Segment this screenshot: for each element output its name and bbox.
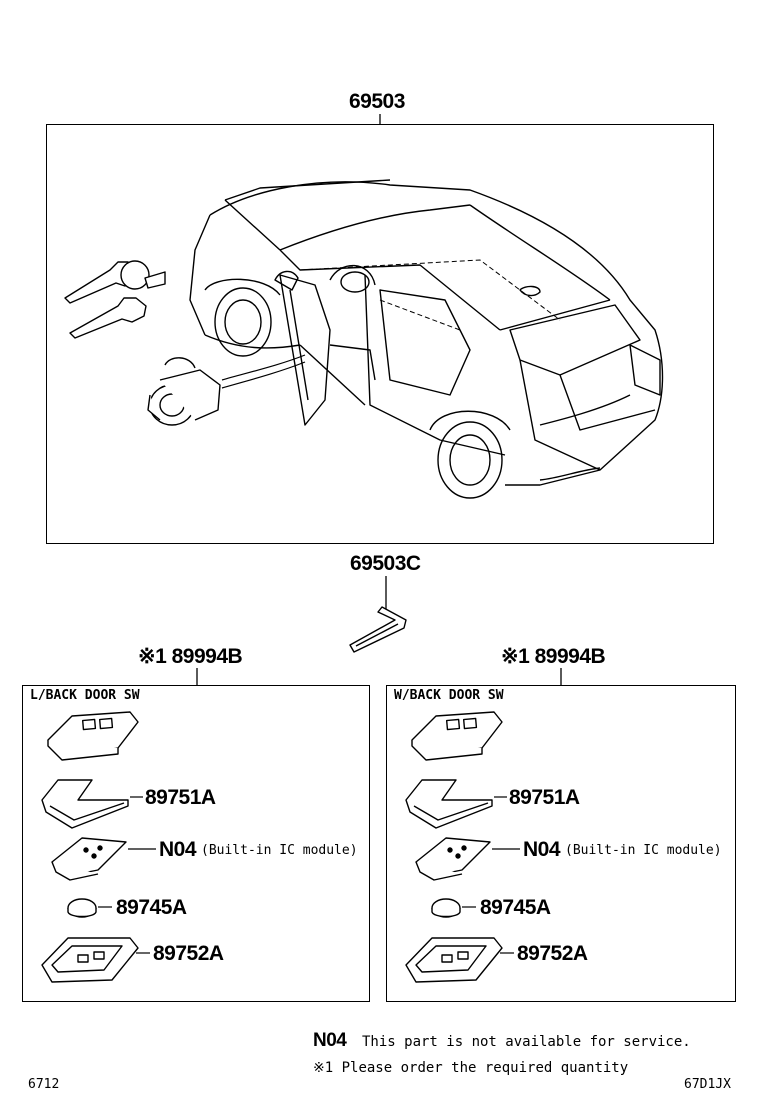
left-kit-module-part-number[interactable]: N04 (159, 838, 197, 861)
quantity-note: ※1 Please order the required quantity (313, 1060, 629, 1076)
main-assembly-part-number[interactable]: 69503 (349, 90, 405, 113)
right-kit-housing-part-number[interactable]: 89752A (517, 942, 588, 965)
main-assembly-frame (46, 124, 714, 544)
left-kit-part-number[interactable]: ※1 89994B (138, 645, 243, 668)
right-kit-frame (386, 685, 736, 1002)
n04-note-text: This part is not available for service. (362, 1034, 691, 1050)
right-kit-case-part-number[interactable]: 89751A (509, 786, 580, 809)
left-kit-battery-part-number[interactable]: 89745A (116, 896, 187, 919)
right-kit-variant-label: W/BACK DOOR SW (394, 688, 504, 703)
left-kit-variant-label: L/BACK DOOR SW (30, 688, 140, 703)
footer-right-code: 67D1JX (684, 1077, 731, 1092)
right-kit-module-part-number[interactable]: N04 (523, 838, 561, 861)
left-kit-case-part-number[interactable]: 89751A (145, 786, 216, 809)
left-kit-module-description: (Built-in IC module) (201, 843, 358, 858)
footer-left-code: 6712 (28, 1077, 60, 1092)
right-kit-module-description: (Built-in IC module) (565, 843, 722, 858)
n04-note-code: N04 (313, 1030, 347, 1051)
right-kit-battery-part-number[interactable]: 89745A (480, 896, 551, 919)
right-kit-part-number[interactable]: ※1 89994B (501, 645, 606, 668)
blank-key-part-number[interactable]: 69503C (350, 552, 421, 575)
left-kit-frame (22, 685, 370, 1002)
left-kit-housing-part-number[interactable]: 89752A (153, 942, 224, 965)
